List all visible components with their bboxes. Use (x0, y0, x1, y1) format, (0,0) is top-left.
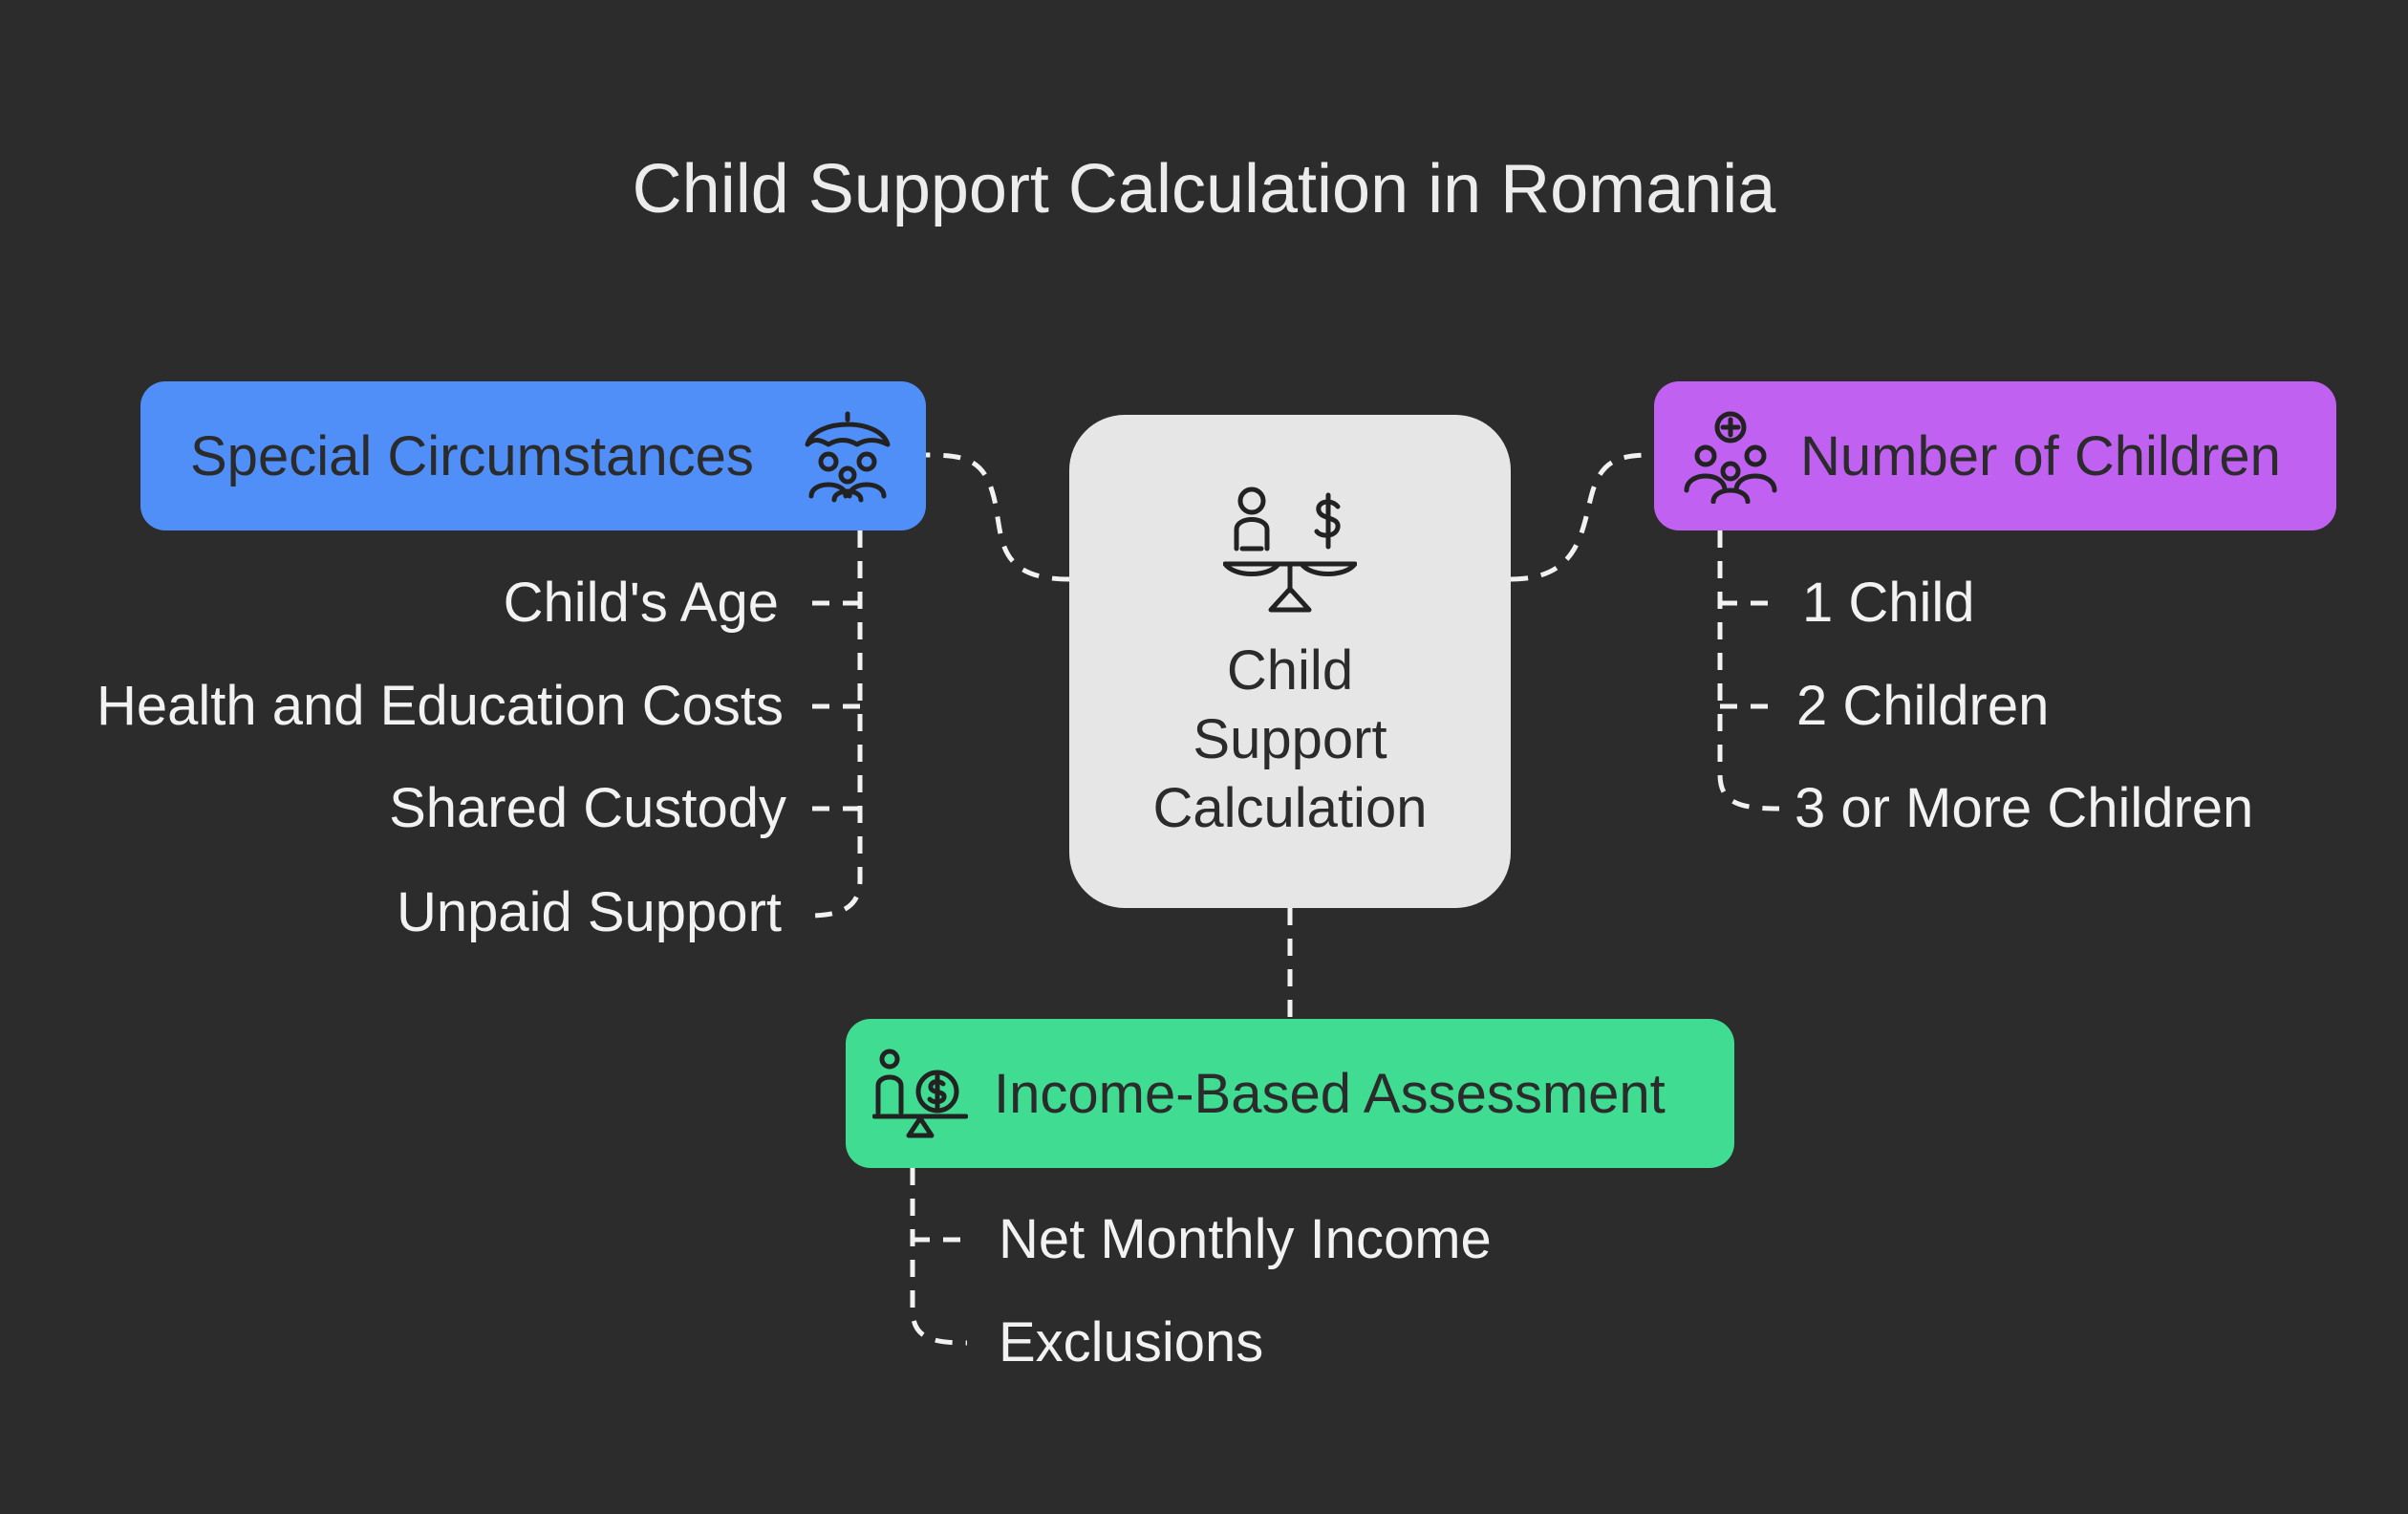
children-item-1-child: 1 Child (1802, 572, 1975, 634)
connector-center-special (925, 452, 1070, 582)
income-based-assessment-label: Income-Based Assessment (994, 1062, 1666, 1125)
connector-center-children (1510, 452, 1655, 582)
income-based-assessment-box: Income-Based Assessment (846, 1019, 1734, 1168)
children-item-3-or-more: 3 or More Children (1795, 777, 2254, 839)
income-item-net-monthly-income: Net Monthly Income (999, 1208, 1492, 1270)
family-umbrella-icon (805, 411, 891, 503)
special-circumstances-box: Special Circumstances (140, 381, 926, 530)
children-item-2-children: 2 Children (1796, 675, 2050, 737)
connector-special-spine (806, 530, 863, 919)
scale-person-dollar-icon (1223, 487, 1357, 613)
special-circumstances-label: Special Circumstances (190, 424, 754, 487)
center-label-line-3: Calculation (1152, 777, 1428, 839)
center-label-line-2: Support (1193, 708, 1387, 770)
special-item-childs-age: Child's Age (503, 572, 779, 634)
diagram-title: Child Support Calculation in Romania (632, 151, 1776, 227)
number-of-children-label: Number of Children (1800, 424, 2281, 487)
connector-children-spine (1717, 530, 1780, 811)
group-add-icon (1684, 411, 1777, 504)
special-item-unpaid-support: Unpaid Support (396, 881, 782, 943)
center-label-line-1: Child (1226, 639, 1354, 702)
number-of-children-box: Number of Children (1654, 381, 2336, 530)
special-item-shared-custody: Shared Custody (389, 777, 786, 839)
income-item-exclusions: Exclusions (999, 1311, 1264, 1373)
center-label: Child Support Calculation (1069, 637, 1511, 843)
special-item-health-education-costs: Health and Education Costs (97, 675, 784, 737)
person-coin-balance-icon (872, 1049, 968, 1138)
child-support-calculation-box: Child Support Calculation (1069, 415, 1511, 908)
connector-income-spine (910, 1168, 968, 1346)
